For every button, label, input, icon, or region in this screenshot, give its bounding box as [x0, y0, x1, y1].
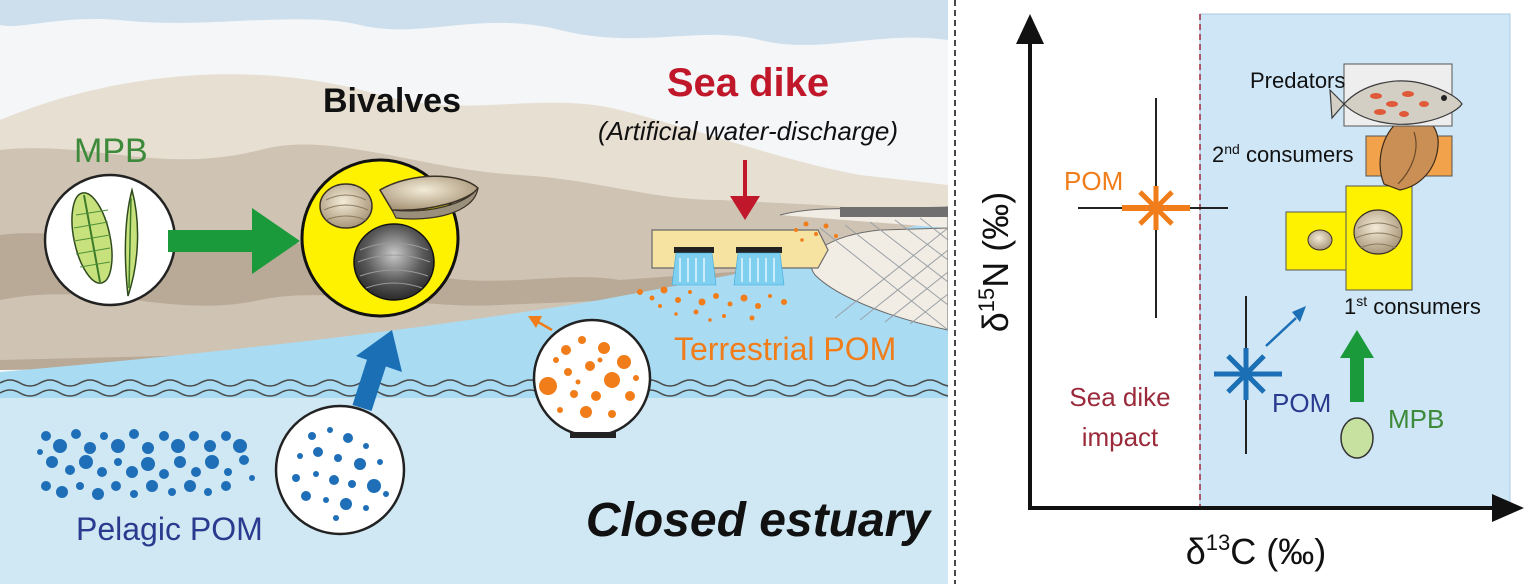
sea-dike-impact-line1: Sea dike: [1069, 382, 1170, 412]
y-axis-arrowhead: [1016, 14, 1044, 44]
second-consumers-label: 2nd consumers: [1212, 141, 1354, 167]
terrestrial-pom-arrow: [528, 316, 553, 332]
estuary-scene: Bivalves MPB Sea dike (Artificial water-…: [0, 0, 948, 584]
sky-clouds: [0, 0, 948, 45]
mussel-icon: [378, 175, 479, 220]
wave-line-2: [0, 389, 948, 397]
mpb-to-bivalves-arrow: [168, 208, 300, 274]
isotope-plot: δ15N (‰) δ13C (‰) POM Sea dike impact: [974, 13, 1524, 572]
mpb-marker: [1340, 417, 1374, 459]
wave-line-1: [0, 379, 948, 387]
terrestrial-pom-label: Terrestrial POM: [674, 331, 896, 367]
sea-dike-subtitle: (Artificial water-discharge): [598, 116, 898, 146]
gate-slot-2: [736, 247, 782, 253]
large-clam-icon: [1353, 209, 1403, 255]
diatom-needle-icon: [124, 187, 139, 297]
pelagic-pom-inset: [274, 404, 406, 536]
predators-label: Predators: [1250, 68, 1345, 93]
pom-natural-label: POM: [1272, 388, 1331, 418]
bivalves-inset: [300, 158, 479, 318]
discharge-water: [671, 252, 785, 286]
pom-impacted-label: POM: [1064, 166, 1123, 196]
y-axis-label: δ15N (‰): [974, 192, 1016, 333]
gate-slot-1: [674, 247, 714, 253]
sea-dike-arrow: [730, 160, 760, 220]
water-lower: [0, 398, 948, 584]
pelagic-pom-label: Pelagic POM: [76, 511, 263, 547]
clam-large-icon: [353, 223, 435, 301]
mpb-to-consumers-arrow: [1340, 330, 1374, 402]
dike-net: [819, 217, 948, 331]
bivalves-label: Bivalves: [323, 82, 461, 120]
dike-wall-top: [840, 207, 948, 217]
mpb-inset: [43, 173, 177, 307]
mpb-plot-label: MPB: [1388, 404, 1444, 434]
x-axis-arrowhead: [1492, 494, 1524, 522]
diatom-oval-icon: [71, 192, 113, 284]
mpb-label: MPB: [74, 132, 148, 170]
first-consumers-label: 1st consumers: [1344, 293, 1481, 319]
small-clam-icon: [1307, 229, 1333, 251]
x-axis-label: δ13C (‰): [1186, 530, 1327, 572]
pom-natural-marker: [1214, 296, 1282, 454]
fish-icon: [1329, 80, 1463, 125]
pelagic-to-bivalves-arrow: [352, 330, 402, 412]
estuary-label: Closed estuary: [586, 494, 932, 547]
pom-impacted-marker: [1078, 98, 1228, 318]
terrestrial-pom-dots: [637, 221, 838, 322]
discharge-spray: [679, 258, 775, 282]
pom-to-consumers-arrow: [1265, 306, 1306, 347]
terrestrial-pom-inset: [532, 318, 652, 438]
clam-small-icon: [319, 183, 373, 229]
sea-dike-impact-line2: impact: [1082, 422, 1159, 452]
sea-dike-label: Sea dike: [667, 61, 829, 105]
pelagic-pom-dots: [37, 429, 255, 500]
